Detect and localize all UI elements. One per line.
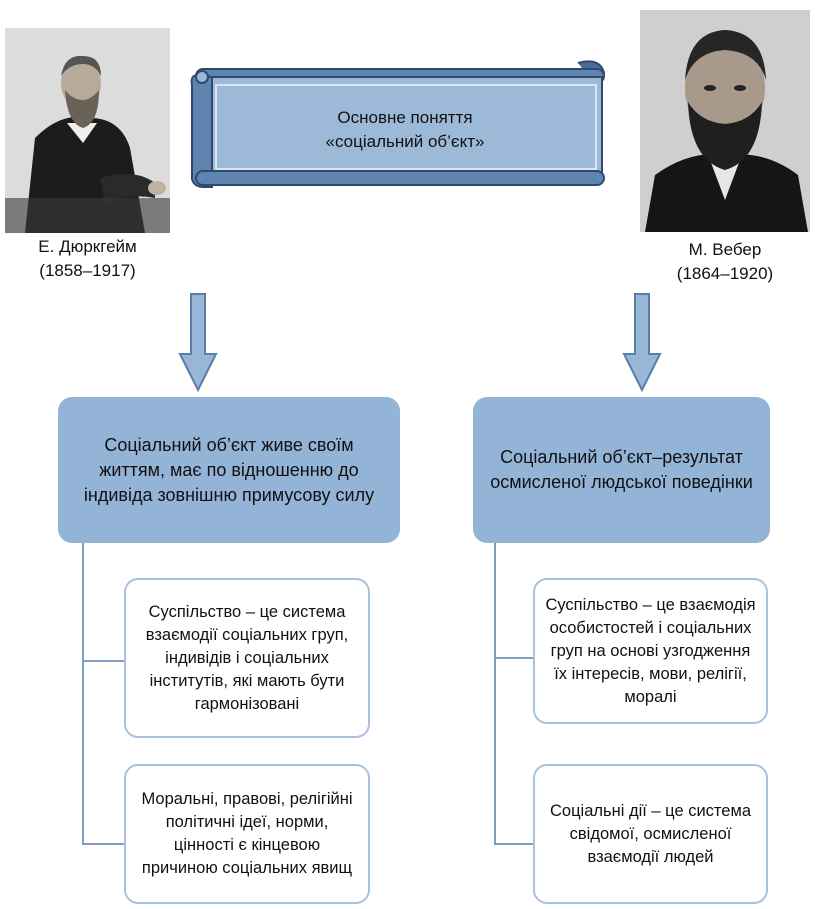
weber-name: М. Вебер xyxy=(688,240,762,259)
weber-concept-box: Соціальний об’єкт–результат осмисленої л… xyxy=(473,397,770,543)
left-vertical-connector xyxy=(82,543,84,844)
weber-concept-text: Соціальний об’єкт–результат осмисленої л… xyxy=(490,447,753,492)
right-vertical-connector xyxy=(494,543,496,844)
weber-society-box: Суспільство – це взаємодія особистостей … xyxy=(533,578,768,724)
durkheim-ideas-box: Моральні, правові, релігійні політичні і… xyxy=(124,764,370,904)
weber-social-action-box: Соціальні дії – це система свідомої, осм… xyxy=(533,764,768,904)
weber-years: (1864–1920) xyxy=(676,264,774,283)
weber-caption: М. Вебер (1864–1920) xyxy=(640,238,810,286)
durkheim-ideas-text: Моральні, правові, релігійні політичні і… xyxy=(141,790,353,877)
scroll-banner xyxy=(190,60,606,188)
durkheim-portrait xyxy=(5,28,170,233)
durkheim-caption: Е. Дюркгейм (1858–1917) xyxy=(5,235,170,283)
arrow-down-right xyxy=(622,293,662,392)
durkheim-concept-box: Соціальний об’єкт живе своїм життям, має… xyxy=(58,397,400,543)
weber-portrait xyxy=(640,10,810,232)
weber-society-text: Суспільство – це взаємодія особистостей … xyxy=(545,595,756,706)
durkheim-society-box: Суспільство – це система взаємодії соціа… xyxy=(124,578,370,738)
scroll-title-line-2: «соціальний об’єкт» xyxy=(325,132,485,151)
weber-social-action-text: Соціальні дії – це система свідомої, осм… xyxy=(549,801,751,866)
arrow-down-left xyxy=(178,293,218,392)
left-connector-2 xyxy=(82,843,124,845)
durkheim-years: (1858–1917) xyxy=(39,261,136,280)
durkheim-concept-text: Соціальний об’єкт живе своїм життям, має… xyxy=(83,434,375,505)
left-connector-1 xyxy=(82,660,124,662)
scroll-title: Основне поняття «соціальний об’єкт» xyxy=(215,90,595,170)
right-connector-2 xyxy=(494,843,533,845)
durkheim-name: Е. Дюркгейм xyxy=(38,237,137,256)
durkheim-society-text: Суспільство – це система взаємодії соціа… xyxy=(145,602,349,713)
scroll-title-line-1: Основне поняття xyxy=(337,108,473,127)
right-connector-1 xyxy=(494,657,533,659)
